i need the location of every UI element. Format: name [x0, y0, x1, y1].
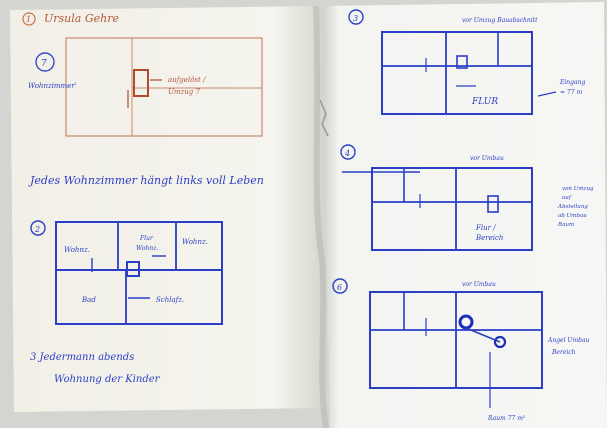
left-page [10, 6, 322, 412]
sketch-3-header: vor Umzug Bauabschnitt [462, 17, 538, 24]
sketch-6-bottom: Raum 77 m² [487, 415, 526, 422]
sketch-4-side-2: auf [562, 195, 572, 201]
sketch-1-label-left: Wohnzimmer' [28, 82, 77, 90]
sketch-3: 3 vor Umzug Bauabschnitt FLUR Eingang = … [348, 9, 585, 115]
sketch-1-heading: Ursula Gehre [44, 12, 119, 25]
sketch-2-room-right: Wohnz. [182, 238, 208, 246]
sketch-4-side-3: Abstellung [557, 204, 588, 210]
sketch-6-header: vor Umbau [462, 281, 496, 288]
sketch-2-room-bottom-left: Bad [81, 296, 96, 304]
sketch-4-side-4: ab Umbau [558, 213, 587, 219]
sketch-3-center-label: FLUR [471, 97, 498, 107]
sketch-1: 1 Ursula Gehre 7 Wohnzimmer' aufgelöst /… [22, 12, 263, 137]
caption-2-line-1: 3 Jedermann abends [30, 352, 134, 363]
sketch-1-number: 1 [26, 15, 31, 24]
right-page [322, 2, 607, 428]
sketch-4-header: vor Umbau [470, 155, 504, 162]
sketch-4-center-1: Flur / [475, 224, 496, 232]
sketch-6-side-1: Angel Umbau [547, 337, 590, 344]
sketch-1-label-right-2: Umzug 7 [168, 88, 200, 96]
sketch-2-room-mid-1: Flur [139, 235, 154, 242]
binding-stitch [319, 99, 329, 137]
caption-2-line-2: Wohnung der Kinder [54, 374, 161, 385]
sketch-3-side-1: Eingang [559, 79, 585, 86]
sketch-2-number: 2 [34, 225, 40, 234]
sketch-4: 4 vor Umbau Flur / Bereich von Umzug auf… [340, 144, 594, 251]
sketch-3-side-2: = 77 m [560, 89, 582, 96]
sketch-6-number: 6 [337, 283, 342, 292]
binding [313, 5, 329, 428]
sketch-2-room-left: Wohnz. [64, 246, 90, 254]
sketch-1-label-right-1: aufgelöst / [168, 76, 206, 84]
sketch-4-side-1: von Umzug [562, 186, 594, 192]
sketch-2-room-bottom-right: Schlafz. [156, 296, 184, 304]
sketch-1-circle-number: 7 [41, 59, 47, 69]
sketch-2: 2 Wohnz. Flur Wohnz. Wohnz. Bad Schlafz. [30, 220, 223, 325]
sketch-6: 6 vor Umbau Angel Umbau Bereich Raum 77 … [332, 278, 590, 422]
sketch-3-number: 3 [353, 14, 358, 23]
sketch-4-side-5: Raum [557, 222, 574, 228]
sketch-2-room-mid-2: Wohnz. [136, 245, 158, 252]
caption-1: Jedes Wohnzimmer hängt links voll Leben [28, 174, 264, 187]
sketch-6-side-2: Bereich [551, 349, 576, 356]
sketch-4-number: 4 [344, 149, 350, 158]
sketch-4-center-2: Bereich [475, 234, 503, 242]
